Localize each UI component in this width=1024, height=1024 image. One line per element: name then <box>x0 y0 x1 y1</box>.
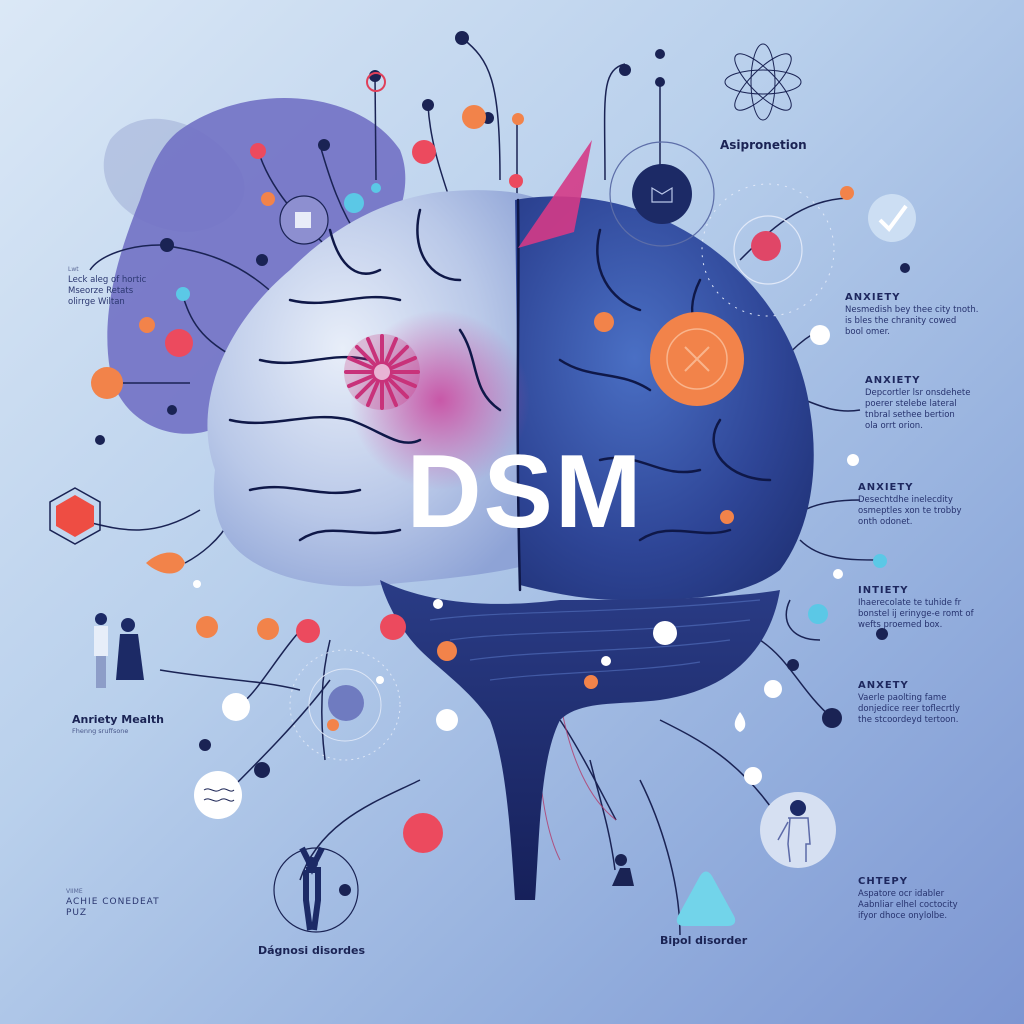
bottom-left-note: VIIME ACHIE CONEDEAT PUZ <box>66 886 196 919</box>
orange-seal-icon <box>650 312 744 406</box>
coral-brain-icon <box>751 231 781 261</box>
info-line: Desechtdhe inelecdity <box>858 495 953 505</box>
bottom-left-line: PUZ <box>66 908 88 918</box>
left-note-line: Leck aleg of hortic <box>68 275 147 285</box>
vitruvian-figure-icon <box>273 846 359 933</box>
info-line: tnbral sethee bertion <box>865 410 955 420</box>
right-info-block: ANXETY Vaerle paolting fame donjedice re… <box>858 680 1018 726</box>
info-line: bonstel ij erinyge-e romt of <box>858 609 974 619</box>
info-line: osmeptles xon te trobby <box>858 506 962 516</box>
info-heading: ANXETY <box>858 680 909 691</box>
bulb-icon <box>222 693 250 721</box>
info-heading: ANXIETY <box>858 482 914 493</box>
flower-icon <box>344 334 420 410</box>
info-line: onth odonet. <box>858 517 913 527</box>
info-heading: ANXIETY <box>845 292 901 303</box>
top-label: Asipronetion <box>720 138 807 152</box>
left-note-line: Mseorze Retats <box>68 286 134 296</box>
info-line: Vaerle paolting fame <box>858 693 947 703</box>
info-line: ola orrt orion. <box>865 421 923 431</box>
right-info-block: ANXIETY Nesmedish bey thee city tnoth. i… <box>845 292 1005 338</box>
left-note-kicker: Lwt <box>68 266 79 273</box>
bottom-left-kicker: VIIME <box>66 888 83 895</box>
left-figure-title: Anriety Mealth <box>72 713 164 726</box>
info-line: Aspatore ocr idabler <box>858 889 945 899</box>
info-line: Depcortler lsr onsdehete <box>865 388 971 398</box>
right-info-block: CHTEPY Aspatore ocr idabler Aabnliar elh… <box>858 876 1018 922</box>
left-figure-label: Anriety Mealth Fhenng sruffsone <box>72 713 182 737</box>
info-heading: ANXIETY <box>865 375 921 386</box>
info-heading: CHTEPY <box>858 876 908 887</box>
gear-icon <box>655 77 665 87</box>
info-line: wefts proemed box. <box>858 620 943 630</box>
red-gear-icon <box>366 72 386 92</box>
white-drop <box>734 712 746 732</box>
info-line: Nesmedish bey thee city tnoth. <box>845 305 979 315</box>
info-heading: INTIETY <box>858 585 909 596</box>
brain-stem <box>380 580 780 900</box>
bipolar-label: Bipol disorder <box>660 934 748 947</box>
info-line: ifyor dhoce onylolbe. <box>858 911 948 921</box>
right-info-block: ANXIETY Depcortler lsr onsdehete poerer … <box>865 375 1024 432</box>
left-figure-subtitle: Fhenng sruffsone <box>72 727 129 735</box>
wave-icon <box>194 771 242 819</box>
left-note-line: olirrge Wiltan <box>68 297 125 307</box>
info-line: Aabnliar elhel coctocity <box>858 900 958 910</box>
right-info-block: INTIETY Ihaerecolate te tuhide fr bonste… <box>858 585 1018 631</box>
bottom-left-line: ACHIE CONEDEAT <box>66 897 160 907</box>
info-line: the stcoordeyd tertoon. <box>858 715 959 725</box>
orange-drop <box>146 552 185 574</box>
diagnosis-label: Dágnosi disordes <box>258 944 366 957</box>
info-line: donjedice reer toflecrtly <box>858 704 960 714</box>
meditation-triangle-icon <box>676 871 736 926</box>
info-line: is bles the chranity cowed <box>845 316 957 326</box>
brain-right-hemisphere <box>515 196 814 601</box>
person-icon <box>760 792 836 868</box>
hexagon-virus-icon <box>49 487 101 545</box>
couple-icon <box>94 613 144 688</box>
checkmark-icon <box>868 194 916 242</box>
loop-icon <box>328 685 364 721</box>
hooded-figure-icon <box>612 868 634 886</box>
left-note: Lwt Leck aleg of hortic Mseorze Retats o… <box>68 264 188 308</box>
wireframe-flower-icon <box>724 43 802 121</box>
info-line: Ihaerecolate te tuhide fr <box>858 598 962 608</box>
info-line: poerer stelebe lateral <box>865 399 957 409</box>
page-title: DSM <box>406 434 644 550</box>
magenta-cone <box>518 140 592 248</box>
info-line: bool omer. <box>845 327 890 337</box>
right-info-block: ANXIETY Desechtdhe inelecdity osmeptles … <box>858 482 1018 528</box>
